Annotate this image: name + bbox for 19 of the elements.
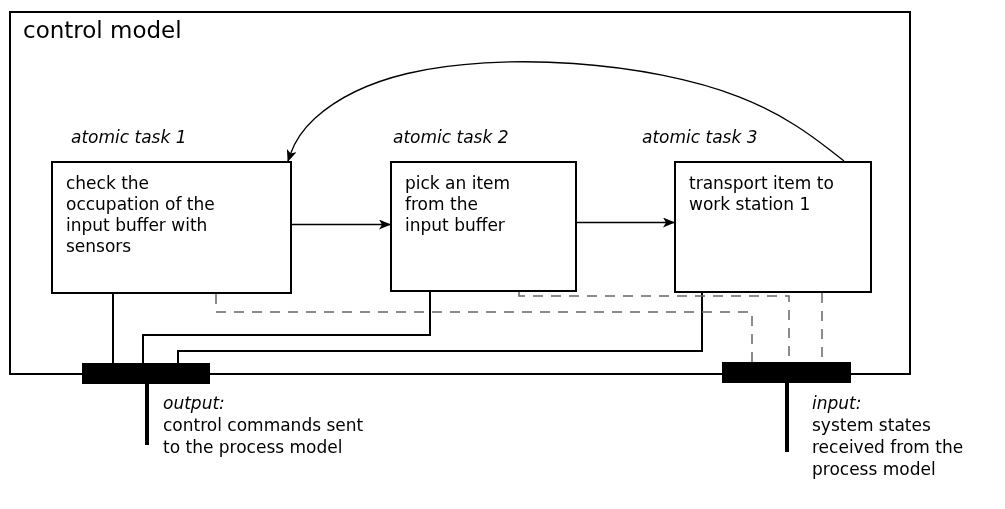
- task-description: check the occupation of the input buffer with sensors: [66, 173, 216, 257]
- task-heading: atomic task 3: [642, 127, 758, 147]
- port-description: control commands sent to the process model: [163, 414, 365, 458]
- signal-line: [142, 291, 431, 364]
- task-heading: atomic task 2: [393, 127, 509, 147]
- port-description: system states received from the process model: [812, 414, 965, 480]
- task-heading: atomic task 1: [71, 127, 187, 147]
- port-label: input:: [812, 392, 862, 414]
- signal-line: [112, 293, 114, 364]
- task-description: pick an item from the input buffer: [405, 173, 512, 236]
- task-description: transport item to work station 1: [689, 173, 835, 215]
- arrow: [286, 61, 845, 162]
- signal-line: [177, 292, 703, 364]
- arrow: [291, 219, 391, 230]
- signal-line: [215, 293, 753, 363]
- model-frame: [9, 11, 911, 375]
- frame-title: control model: [23, 17, 182, 43]
- port-label: output:: [163, 392, 225, 414]
- arrow: [576, 217, 675, 228]
